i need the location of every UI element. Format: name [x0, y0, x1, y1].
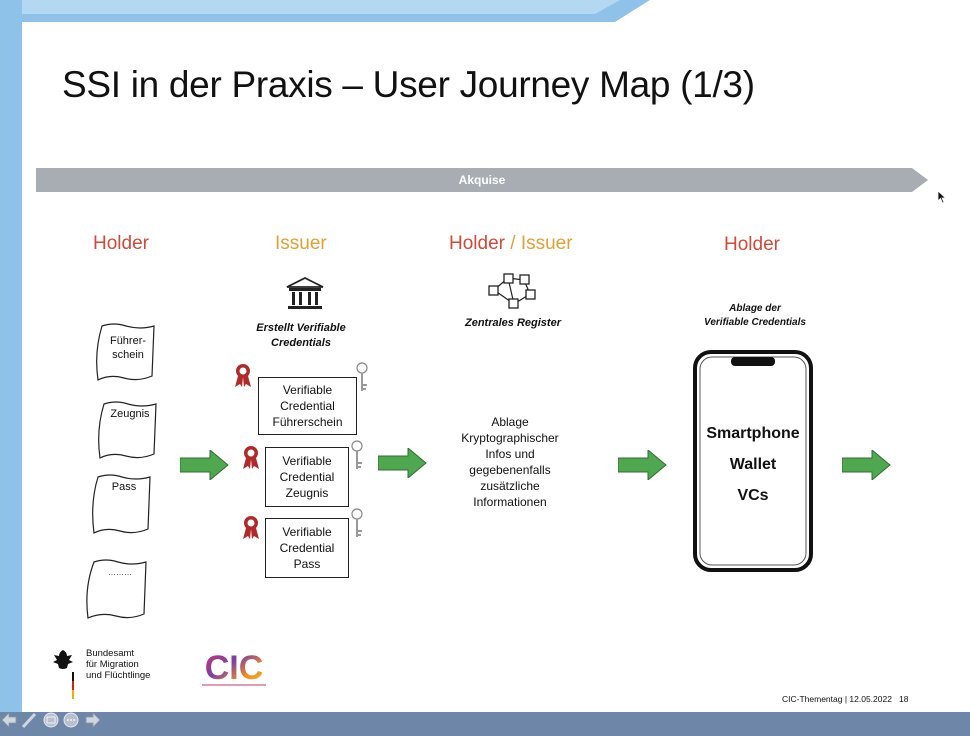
more-options-icon[interactable]	[63, 712, 79, 728]
smartphone-icon	[693, 350, 813, 572]
bamf-eagle-logo	[53, 650, 74, 699]
role-holder-issuer: Holder / Issuer	[449, 233, 573, 255]
flow-arrow-icon	[180, 450, 229, 480]
document-placeholder-label: ………	[108, 568, 132, 577]
issuer-caption: Erstellt Verifiable Credentials	[256, 322, 346, 349]
document-fuehrerschein-label: Führer- schein	[109, 335, 147, 361]
slide-title: SSI in der Praxis – User Journey Map (1/…	[62, 64, 755, 105]
flow-arrow-icon	[618, 450, 667, 480]
role-issuer-mid: Issuer	[520, 233, 573, 254]
slide-overview-icon[interactable]	[43, 712, 59, 728]
previous-slide-icon[interactable]	[1, 712, 17, 728]
register-description: Ablage Kryptographischer Infos und gegeb…	[461, 415, 559, 509]
key-icon	[351, 440, 363, 469]
presenter-toolbar	[1, 712, 101, 729]
phase-label: Akquise	[458, 173, 506, 187]
role-holder-right: Holder	[724, 234, 780, 255]
document-pass-label: Pass	[111, 481, 137, 493]
slide-footer: CIC-Thementag | 12.05.2022 18	[782, 694, 909, 704]
document-zeugnis-label: Zeugnis	[110, 408, 150, 420]
credential-box-zeugnis: Verifiable Credential Zeugnis	[265, 447, 349, 507]
mouse-cursor-icon	[937, 190, 947, 204]
seal-icon	[243, 446, 259, 469]
document-zeugnis	[98, 401, 157, 459]
slide-left-band	[0, 0, 22, 712]
flow-arrow-icon	[842, 450, 891, 480]
credential-box-pass: Verifiable Credential Pass	[265, 518, 349, 578]
page-number: 18	[899, 694, 909, 704]
document-fuehrerschein	[96, 323, 155, 381]
cic-logo-text: CIC	[205, 649, 264, 687]
role-issuer: Issuer	[275, 233, 327, 254]
flow-arrow-icon	[378, 448, 427, 478]
wallet-caption: Ablage der Verifiable Credentials	[704, 303, 806, 328]
seal-icon	[235, 364, 251, 387]
seal-icon	[243, 516, 259, 539]
role-holder-mid: Holder	[449, 233, 505, 254]
document-pass	[92, 474, 151, 534]
wallet-label: Smartphone Wallet VCs	[706, 425, 800, 504]
register-caption: Zentrales Register	[465, 317, 561, 329]
bamf-logo-text: Bundesamt für Migration und Flüchtlinge	[86, 648, 151, 681]
pen-icon[interactable]	[21, 712, 37, 729]
cic-logo: CIC	[202, 649, 266, 687]
phase-bar	[36, 168, 928, 192]
next-slide-icon[interactable]	[85, 712, 101, 728]
credential-box-fuehrerschein: Verifiable Credential Führerschein	[258, 377, 357, 435]
slide-header-band	[0, 0, 650, 22]
network-icon	[488, 273, 536, 309]
role-holder-left: Holder	[93, 233, 149, 254]
role-separator: /	[504, 233, 521, 254]
bank-building-icon	[286, 276, 324, 309]
key-icon	[351, 508, 363, 537]
key-icon	[356, 362, 368, 391]
slide: SSI in der Praxis – User Journey Map (1/…	[0, 0, 970, 712]
document-placeholder	[86, 559, 147, 619]
